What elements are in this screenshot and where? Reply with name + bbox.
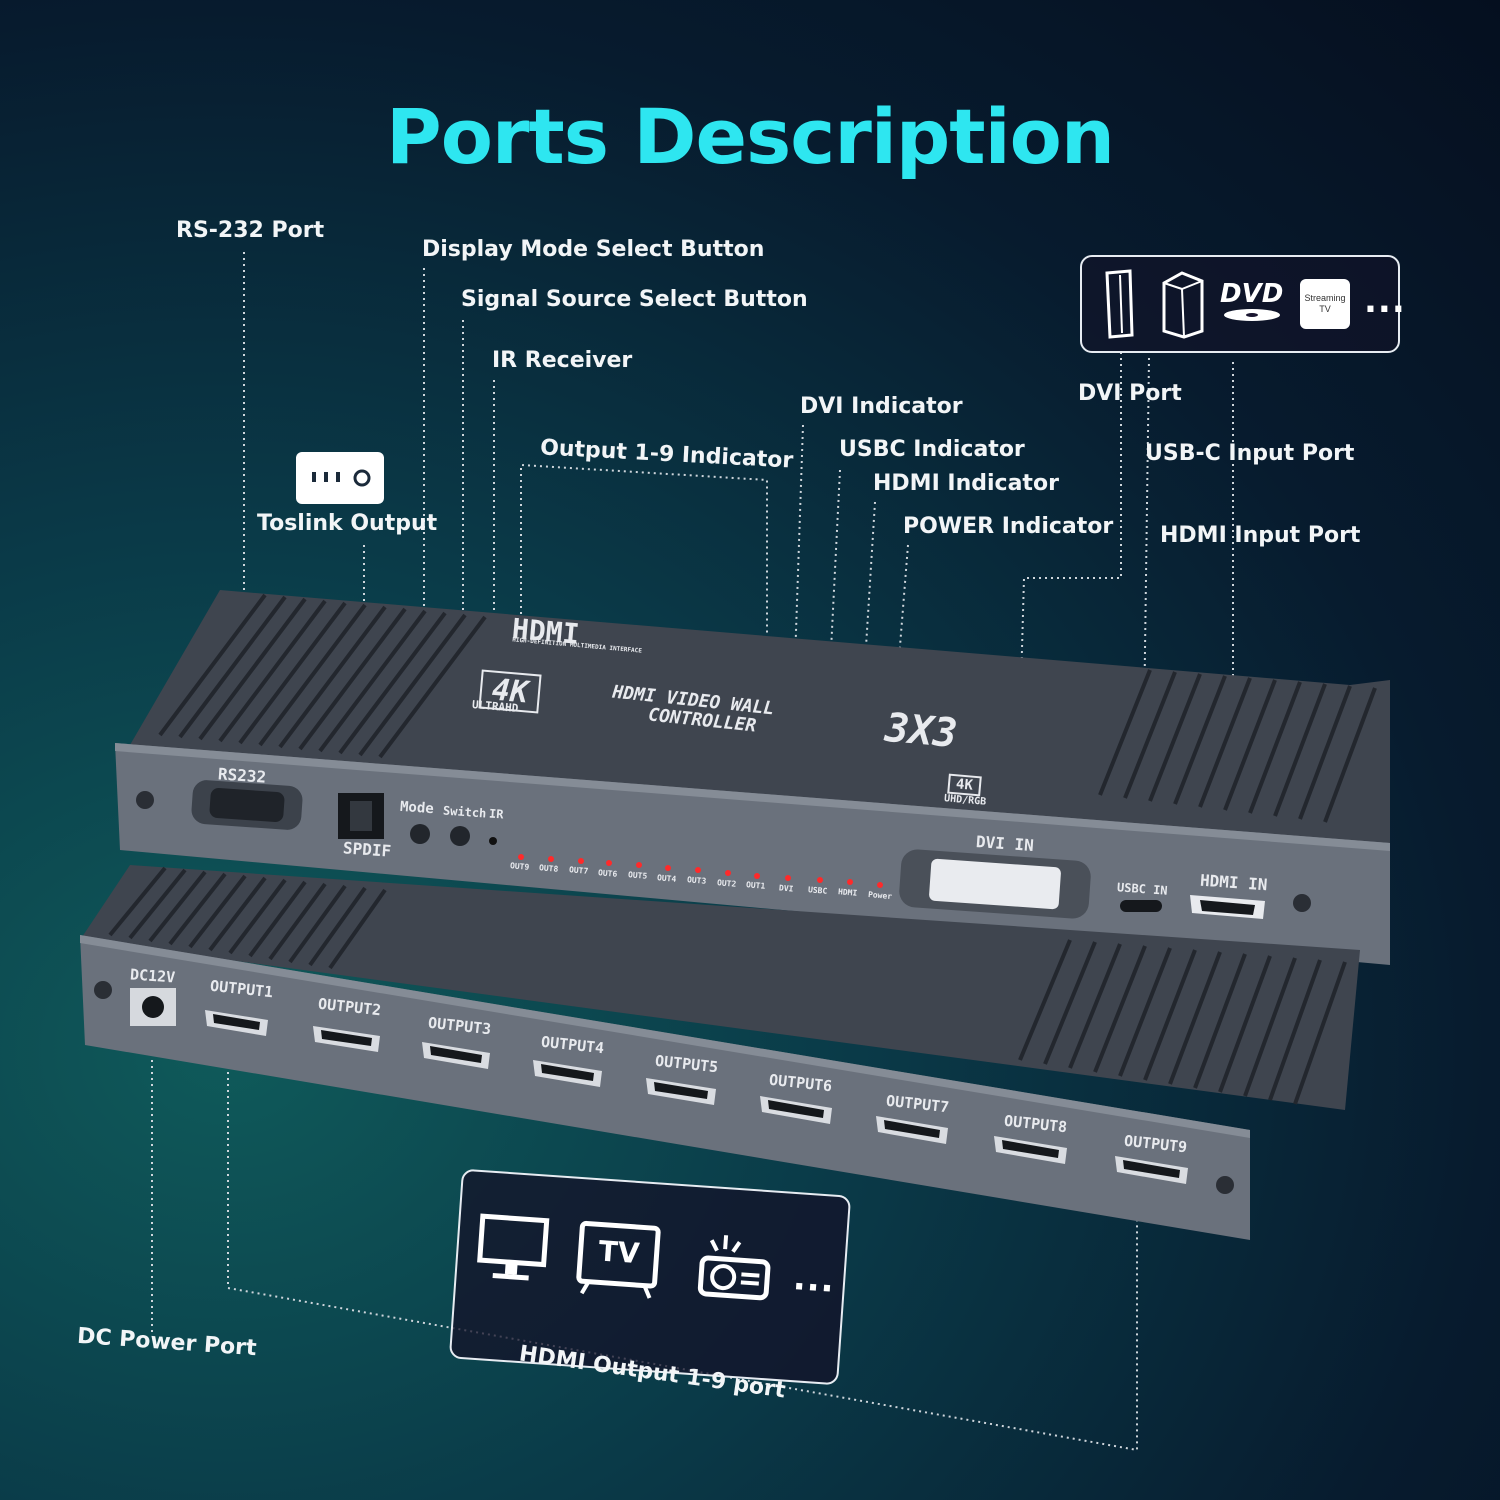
label-dvi-port: DVI Port [1078, 381, 1182, 406]
label-display-mode-button: Display Mode Select Button [422, 237, 765, 262]
label-dvi-indicator: DVI Indicator [800, 394, 963, 419]
label-signal-source-button: Signal Source Select Button [461, 287, 808, 312]
dc12v-panel-label: DC12V [129, 965, 176, 987]
spdif-panel-label: SPDIF [342, 838, 392, 861]
more-sources-icon: ... [1364, 281, 1406, 321]
label-usbc-input-port: USB-C Input Port [1145, 441, 1355, 466]
tv-icon-text: TV [597, 1234, 641, 1271]
mode-panel-label: Mode [399, 798, 435, 818]
display-devices-box: TV ... [448, 1168, 852, 1386]
dvd-disc-icon [1224, 309, 1280, 321]
dvi-in-panel-label: DVI IN [975, 832, 1035, 855]
label-hdmi-indicator: HDMI Indicator [873, 471, 1059, 496]
ir-panel-label: IR [488, 806, 504, 822]
label-ir-receiver: IR Receiver [492, 348, 633, 373]
label-rs232-port: RS-232 Port [176, 218, 325, 243]
label-hdmi-input-port: HDMI Input Port [1160, 523, 1361, 548]
product-size: 3X3 [883, 704, 960, 758]
page-title: Ports Description [386, 92, 1115, 181]
label-usbc-indicator: USBC Indicator [839, 437, 1025, 462]
monitor-icon [477, 1213, 550, 1281]
pc-tower-icon [1162, 271, 1204, 339]
label-toslink-output: Toslink Output [257, 511, 438, 536]
game-console-icon [1105, 269, 1134, 339]
rear-panel-device [80, 865, 1360, 1240]
streaming-tile-text: Streaming [1304, 293, 1346, 303]
dvd-icon: DVD [1220, 279, 1284, 309]
rs232-panel-label: RS232 [217, 764, 267, 787]
toslink-icon [296, 452, 384, 504]
switch-panel-label: Switch [442, 803, 487, 821]
more-displays-icon: ... [791, 1258, 837, 1301]
streaming-tile-text: TV [1319, 304, 1331, 314]
projector-icon [697, 1235, 771, 1301]
tv-icon [576, 1220, 661, 1299]
label-power-indicator: POWER Indicator [903, 514, 1114, 539]
front-panel-device [115, 590, 1390, 965]
